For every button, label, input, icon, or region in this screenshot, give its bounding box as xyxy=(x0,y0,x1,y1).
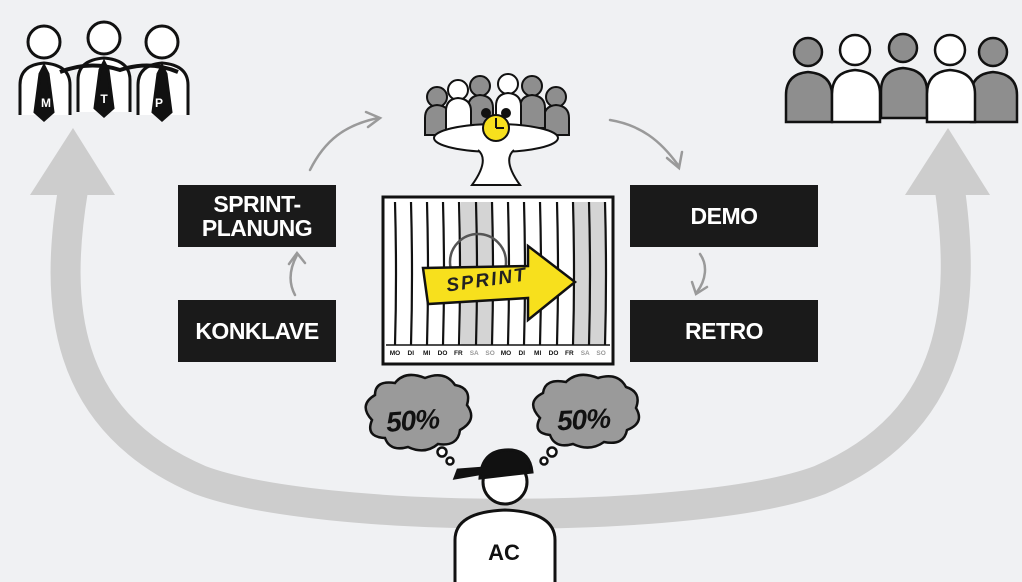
sprint-board xyxy=(381,195,615,366)
cloud-left-percentage: 50% xyxy=(384,403,441,438)
day-label: FR xyxy=(565,350,574,357)
cloud-right-percentage: 50% xyxy=(556,402,611,437)
calendar-day-labels: MO DI MI DO FR SA SO MO DI MI DO FR SA S… xyxy=(387,347,609,361)
retro-box: RETRO xyxy=(630,300,818,362)
agile-coach-label: AC xyxy=(488,540,520,565)
day-label: DO xyxy=(548,350,559,357)
agile-coach-icon xyxy=(452,448,557,582)
day-label: DI xyxy=(407,350,415,357)
day-label: MI xyxy=(423,350,431,357)
day-label: SO xyxy=(596,350,606,357)
day-label: SA xyxy=(469,350,479,357)
day-label: DO xyxy=(437,350,448,357)
arrow-demo-to-retro xyxy=(695,252,707,294)
cloud-left xyxy=(364,373,473,452)
product-owners-icon xyxy=(18,20,190,123)
day-label: SA xyxy=(580,350,590,357)
thought-clouds xyxy=(364,373,641,466)
person-p xyxy=(136,24,190,123)
arc-arrowhead-right xyxy=(905,128,990,195)
demo-label: DEMO xyxy=(690,203,759,229)
product-owner-m-label: M xyxy=(41,96,51,110)
day-label: MI xyxy=(534,350,542,357)
sprint-planning-label-line1: SPRINT- xyxy=(213,191,301,217)
arrow-team-to-demo xyxy=(608,118,680,167)
alarm-clock-icon xyxy=(481,108,511,142)
day-label: MO xyxy=(389,350,401,357)
retro-label: RETRO xyxy=(685,318,764,344)
sprint-arrow xyxy=(421,243,578,323)
sprint-planning-label-line2: PLANUNG xyxy=(201,215,313,241)
person-m xyxy=(18,24,72,123)
sprint-planning-box: SPRINT- PLANUNG xyxy=(178,185,336,247)
stakeholders-icon xyxy=(784,32,1019,124)
person-t xyxy=(76,20,132,119)
linked-arms xyxy=(59,63,179,74)
table-leg xyxy=(470,149,522,186)
day-label: FR xyxy=(454,350,463,357)
arrow-planning-to-team xyxy=(308,116,380,172)
arc-arrowhead-left xyxy=(30,128,115,195)
konklave-label: KONKLAVE xyxy=(195,318,319,344)
cycle-arrows xyxy=(287,110,709,297)
product-owner-t-label: T xyxy=(100,92,108,106)
day-label: MO xyxy=(500,350,512,357)
arrow-konklave-to-planning xyxy=(289,253,299,297)
konklave-box: KONKLAVE xyxy=(178,300,336,362)
day-label: DI xyxy=(518,350,526,357)
team-table-icon xyxy=(424,73,570,186)
demo-box: DEMO xyxy=(630,185,818,247)
product-owner-p-label: P xyxy=(154,96,163,110)
day-label: SO xyxy=(485,350,495,357)
cloud-right xyxy=(532,373,641,449)
